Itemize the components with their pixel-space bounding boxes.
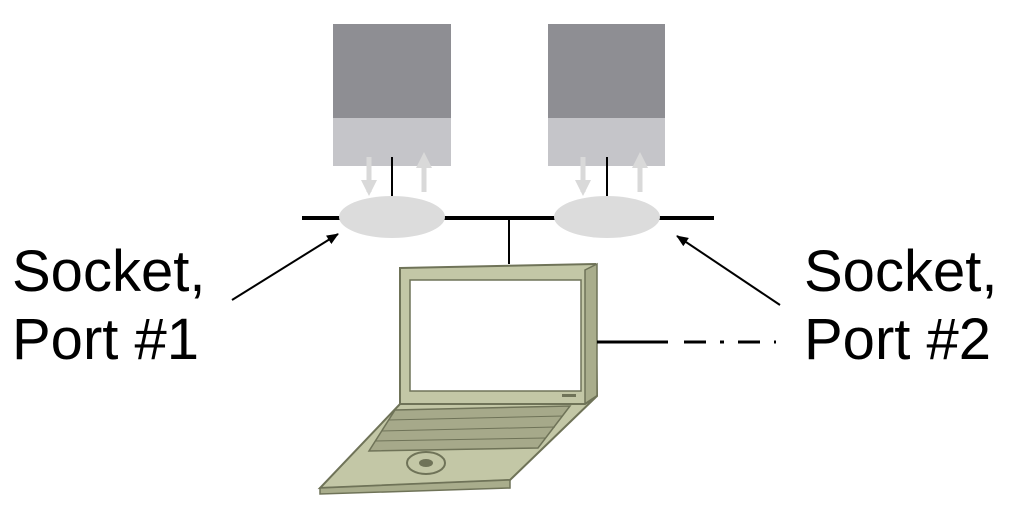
- socket-ellipse-2: [554, 196, 660, 238]
- laptop-lid-side: [584, 262, 598, 406]
- laptop-touchpad: [406, 451, 446, 475]
- socket-port-2-line2: Port #2: [804, 307, 991, 372]
- keyboard-row-line: [374, 437, 547, 442]
- socket-port-2-label: Socket, Port #2: [804, 238, 997, 374]
- socket-port-1-line1: Socket,: [12, 239, 206, 304]
- laptop-touchpad-center: [419, 459, 433, 467]
- socket-port-1-line2: Port #1: [12, 307, 199, 372]
- keyboard-row-line: [387, 415, 564, 421]
- laptop-screen: [409, 279, 582, 392]
- down-arrow-head-icon: [361, 180, 377, 196]
- down-arrow-head-icon: [575, 180, 591, 196]
- process-1-io-arrows: [361, 152, 432, 198]
- pointer-arrow-2: [676, 235, 781, 306]
- pointer-arrow-1: [231, 233, 339, 301]
- laptop-indicator: [562, 394, 576, 397]
- process-2-io-arrows: [575, 152, 648, 198]
- laptop-icon: [317, 262, 599, 495]
- process-box-2-top: [548, 24, 665, 118]
- keyboard-row-line: [380, 426, 556, 432]
- process-box-1: [333, 24, 451, 166]
- socket-port-1-label: Socket, Port #1: [12, 238, 205, 374]
- up-arrow-head-icon: [416, 152, 432, 168]
- process-box-1-top: [333, 24, 451, 118]
- socket-port-2-line1: Socket,: [804, 239, 998, 304]
- socket-ellipse-1: [339, 196, 445, 238]
- up-arrow-head-icon: [632, 152, 648, 168]
- process-box-2: [548, 24, 665, 166]
- laptop-base-front: [319, 479, 511, 495]
